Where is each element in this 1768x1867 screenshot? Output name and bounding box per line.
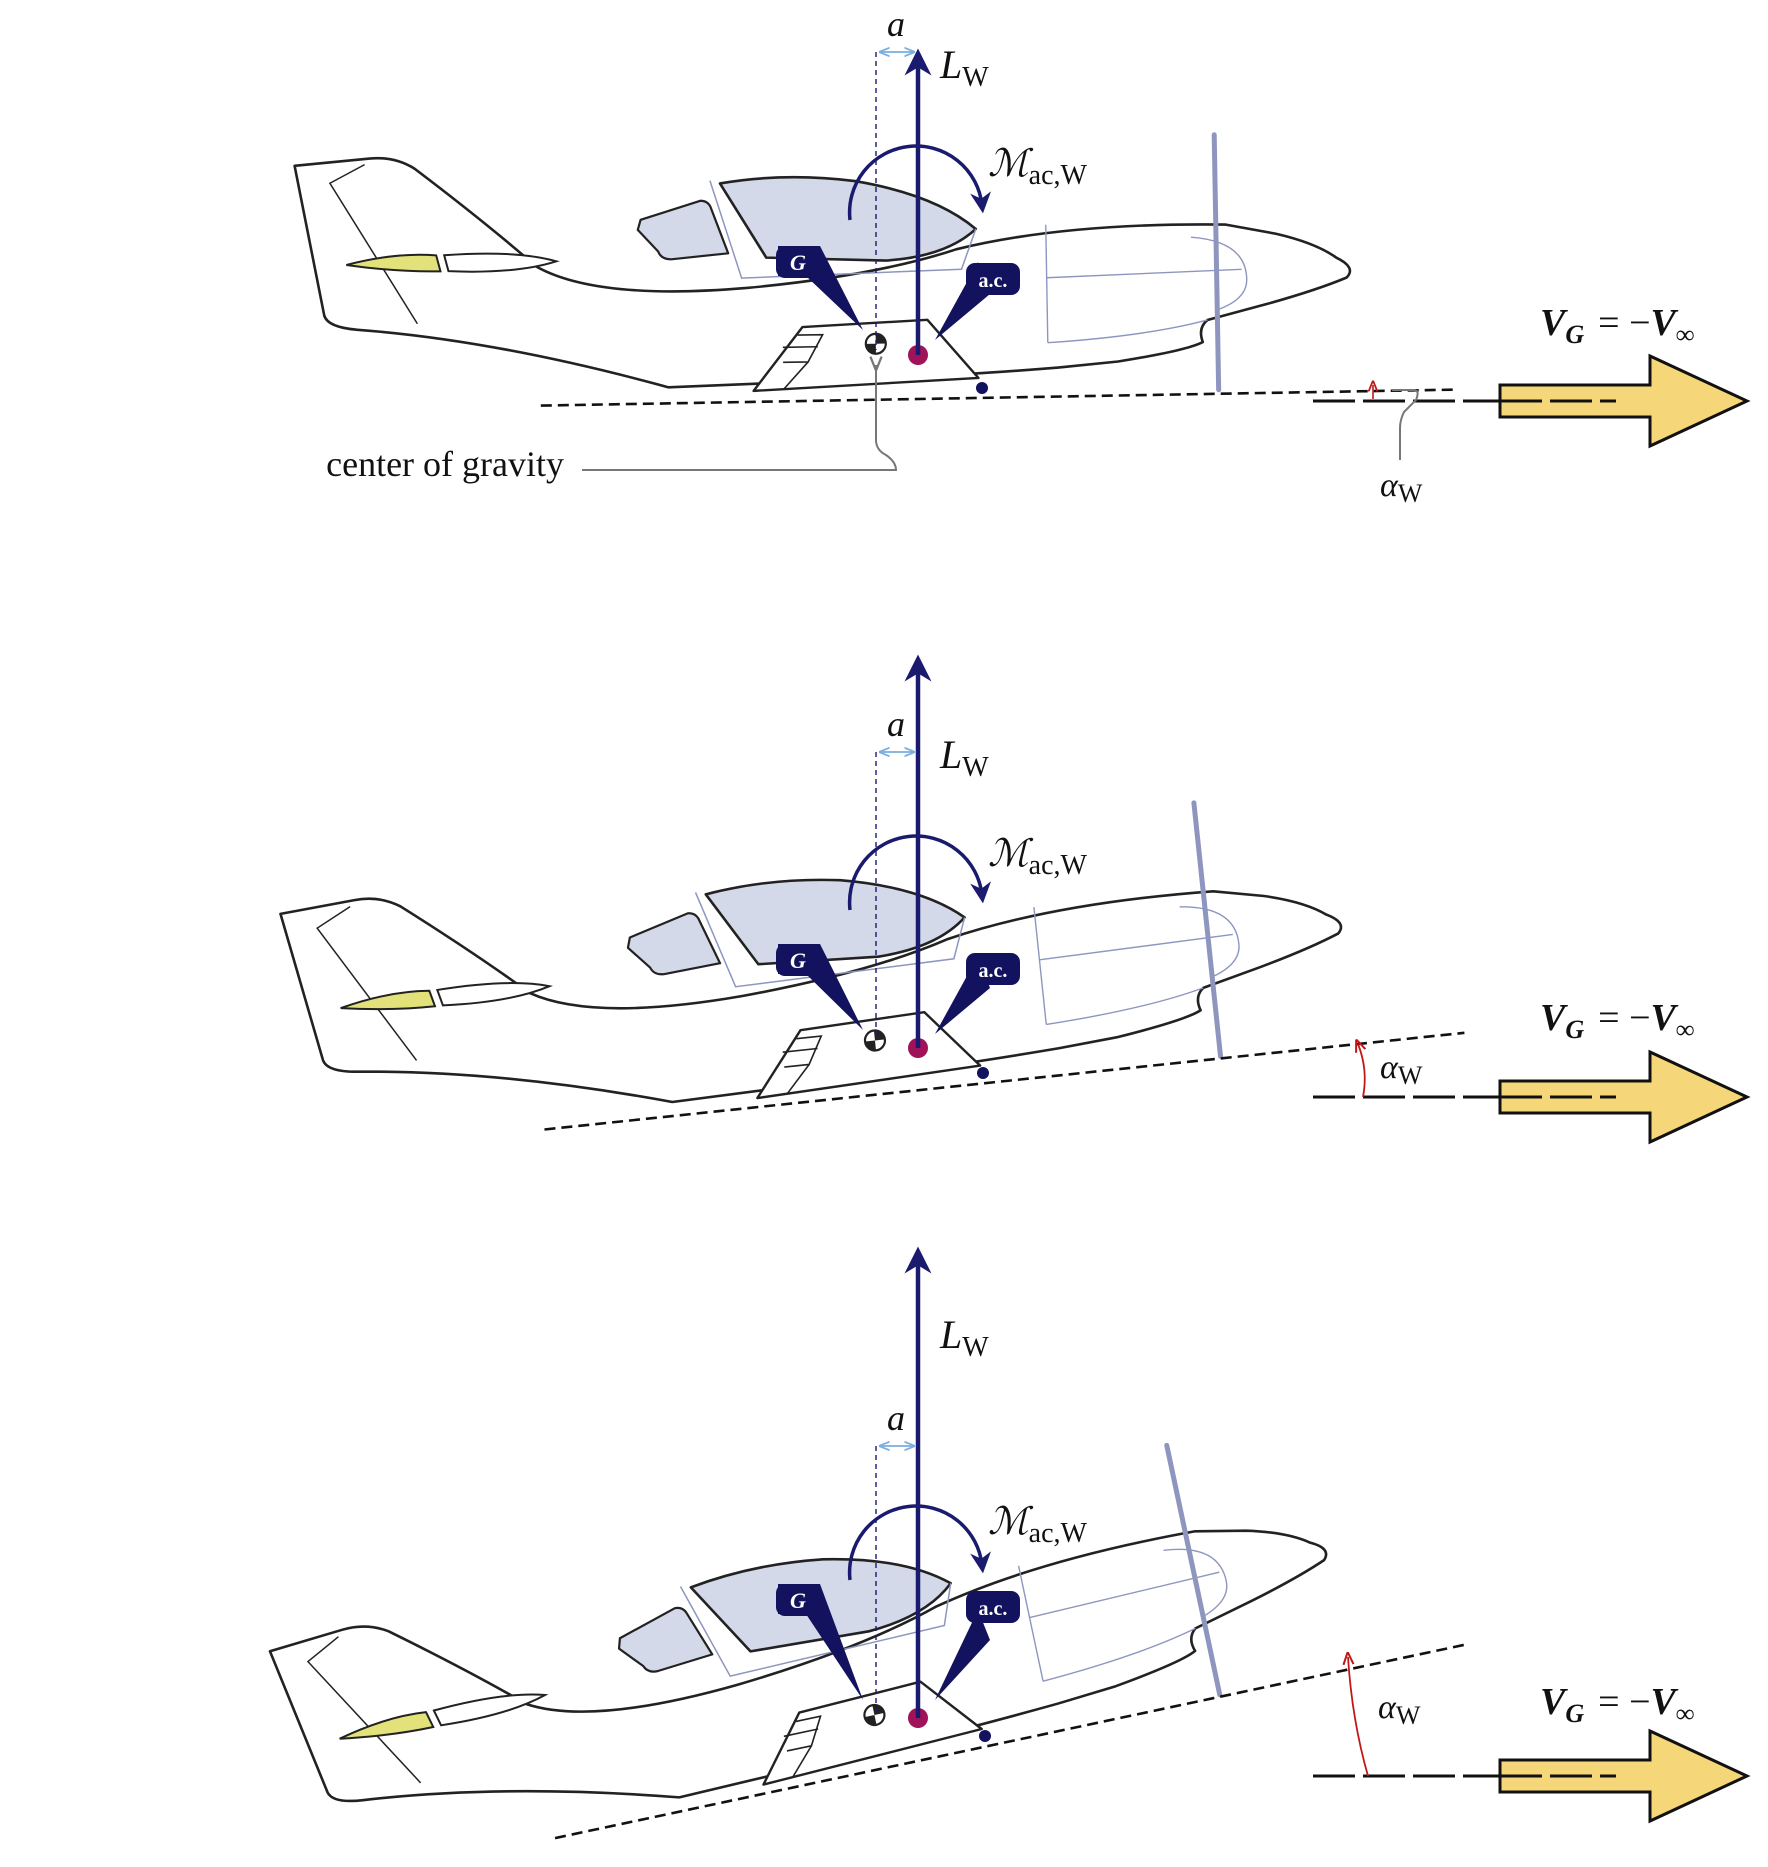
- panel-large-angle: G a.c. a LW ℳac,W αW VG= −V∞: [267, 1246, 1751, 1867]
- alpha-label: αW: [1380, 467, 1423, 508]
- lift-label: LW: [939, 1312, 989, 1363]
- moment-label: ℳac,W: [988, 143, 1087, 191]
- velocity-arrow: [1498, 1049, 1751, 1145]
- moment-arrow: [847, 1504, 991, 1581]
- gravity-badge: G: [776, 1584, 863, 1700]
- moment-label: ℳac,W: [988, 833, 1087, 881]
- velocity-label: VG= −V∞: [1540, 1681, 1694, 1728]
- velocity-arrow: [1498, 353, 1751, 449]
- offset-label: a: [887, 4, 905, 44]
- svg-text:G: G: [790, 250, 806, 275]
- ac-badge: a.c.: [935, 1591, 1020, 1700]
- svg-text:a.c.: a.c.: [979, 960, 1008, 982]
- wing-trailing-point: [979, 1730, 991, 1742]
- svg-text:G: G: [790, 1588, 806, 1613]
- wing-trailing-point: [976, 382, 988, 394]
- lift-label: LW: [939, 732, 989, 783]
- velocity-arrow: [1498, 1728, 1751, 1824]
- gravity-badge: G: [776, 246, 863, 330]
- moment-arrow: [847, 834, 991, 911]
- svg-text:G: G: [790, 948, 806, 973]
- svg-text:a.c.: a.c.: [979, 270, 1008, 292]
- alpha-label: αW: [1380, 1049, 1423, 1090]
- wing-trailing-point: [977, 1067, 989, 1079]
- panel-small-angle: G a.c. a LW ℳac,W center of gravity αW V…: [294, 4, 1751, 508]
- offset-label: a: [887, 704, 905, 744]
- ac-badge: a.c.: [935, 262, 1020, 340]
- svg-text:a.c.: a.c.: [979, 1598, 1008, 1620]
- panel-medium-angle: G a.c. a LW ℳac,W αW VG= −V∞: [279, 654, 1751, 1155]
- moment-label: ℳac,W: [988, 1501, 1087, 1549]
- alpha-label: αW: [1378, 1689, 1421, 1730]
- center-of-gravity-label: center of gravity: [326, 444, 564, 484]
- gravity-badge: G: [776, 944, 863, 1030]
- offset-label: a: [887, 1398, 905, 1438]
- lift-label: LW: [939, 42, 989, 93]
- ac-badge: a.c.: [935, 953, 1020, 1034]
- velocity-label: VG= −V∞: [1540, 997, 1694, 1044]
- velocity-label: VG= −V∞: [1540, 302, 1694, 349]
- moment-arrow: [847, 144, 991, 221]
